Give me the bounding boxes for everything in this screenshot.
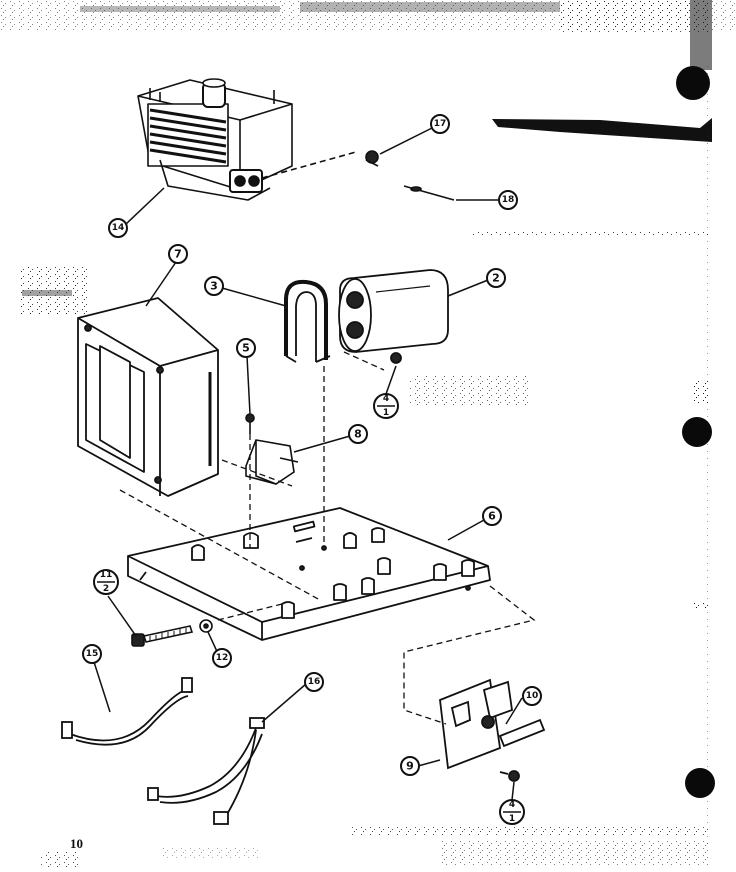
- base-plate: [127, 507, 491, 641]
- callout-16: 16: [304, 672, 324, 692]
- svg-text:11: 11: [100, 570, 113, 580]
- svg-text:4: 4: [383, 394, 389, 404]
- callout-8: 8: [348, 424, 368, 444]
- magnetron-fasteners: [261, 150, 455, 201]
- svg-text:17: 17: [434, 119, 447, 129]
- svg-text:2: 2: [492, 272, 500, 285]
- callout-17: 17: [430, 114, 450, 134]
- svg-text:9: 9: [406, 760, 414, 773]
- callout-18: 18: [498, 190, 518, 210]
- callout-4-over-1-upper: 4 1: [373, 393, 399, 419]
- svg-text:18: 18: [502, 195, 515, 205]
- callout-15: 15: [82, 644, 102, 664]
- svg-text:7: 7: [174, 248, 182, 261]
- callout-5: 5: [236, 338, 256, 358]
- callout-7: 7: [168, 244, 188, 264]
- callout-12: 12: [212, 648, 232, 668]
- wire-harness-16: [147, 717, 265, 825]
- screw-and-washer: [131, 619, 213, 647]
- svg-text:15: 15: [86, 649, 99, 659]
- svg-text:14: 14: [112, 223, 125, 233]
- magnetron: [137, 78, 293, 201]
- svg-text:10: 10: [526, 691, 539, 701]
- svg-text:1: 1: [383, 408, 389, 418]
- callouts: 14 17 18 2 3 7 5 4 1: [82, 114, 542, 825]
- svg-text:6: 6: [488, 510, 496, 523]
- diode-block: [245, 413, 299, 485]
- fuse-holder: [439, 678, 546, 782]
- callout-4-over-1-lower: 4 1: [499, 799, 525, 825]
- assembly-guides: [119, 351, 536, 725]
- wire-lead-15: [61, 677, 193, 746]
- callout-3: 3: [204, 276, 224, 296]
- svg-text:12: 12: [216, 653, 229, 663]
- callout-6: 6: [482, 506, 502, 526]
- svg-text:1: 1: [509, 814, 515, 824]
- callout-10: 10: [522, 686, 542, 706]
- svg-text:16: 16: [308, 677, 321, 687]
- page-number: 10: [70, 836, 83, 851]
- capacitor-assembly: [284, 269, 449, 364]
- transformer: [77, 297, 219, 497]
- callout-9: 9: [400, 756, 420, 776]
- leader-lines: [93, 127, 523, 801]
- callout-11-over-2: 11 2: [93, 569, 119, 595]
- svg-text:2: 2: [103, 584, 109, 594]
- callout-2: 2: [486, 268, 506, 288]
- svg-text:8: 8: [354, 428, 362, 441]
- svg-text:4: 4: [509, 800, 515, 810]
- callout-14: 14: [108, 218, 128, 238]
- svg-text:3: 3: [210, 280, 218, 293]
- svg-text:5: 5: [242, 342, 250, 355]
